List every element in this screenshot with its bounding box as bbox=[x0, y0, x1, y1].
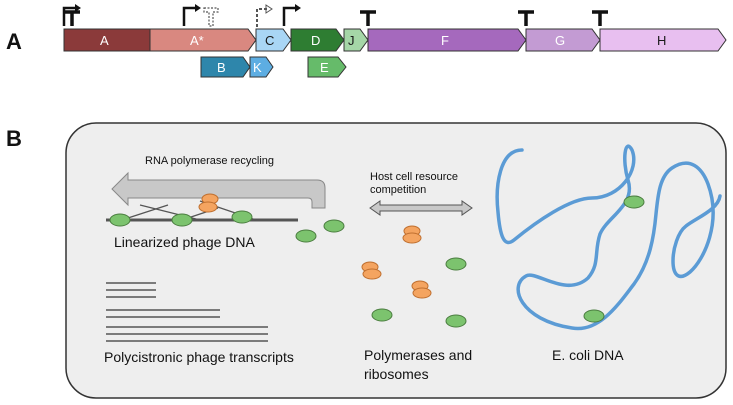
recycling-arrow bbox=[111, 171, 326, 209]
promoter-icon bbox=[182, 4, 201, 26]
gene-c-label: C bbox=[265, 33, 274, 48]
weak-terminator-icon bbox=[203, 7, 219, 27]
transcript-lines bbox=[106, 282, 268, 342]
gene-map: A A* C D J F G H B K E bbox=[63, 28, 727, 78]
competition-label-line1: Host cell resource bbox=[370, 171, 458, 183]
competition-label-line2: competition bbox=[370, 184, 426, 196]
phage-dna-label: Linearized phage DNA bbox=[114, 234, 256, 250]
gene-h-label: H bbox=[657, 33, 666, 48]
gene-e-label: E bbox=[320, 60, 329, 75]
rna-polymerase bbox=[231, 210, 253, 224]
gene-c-arrow bbox=[255, 28, 292, 52]
terminator-icon bbox=[592, 10, 608, 26]
ribosome bbox=[402, 225, 422, 244]
ribosome bbox=[198, 193, 219, 213]
rna-polymerase bbox=[109, 213, 131, 227]
ribosome bbox=[361, 261, 382, 280]
promoter-icon bbox=[62, 4, 81, 26]
rna-polymerase bbox=[623, 195, 645, 209]
rna-polymerase bbox=[583, 309, 605, 323]
polymerases-label-line2: ribosomes bbox=[364, 366, 429, 382]
gene-h-arrow bbox=[599, 28, 727, 52]
gene-f-arrow bbox=[367, 28, 527, 52]
gene-d-arrow bbox=[290, 28, 345, 52]
gene-k-label: K bbox=[253, 60, 262, 75]
ecoli-dna-label: E. coli DNA bbox=[552, 347, 624, 363]
panel-b-label: B bbox=[6, 126, 22, 151]
gene-g-arrow bbox=[525, 28, 601, 52]
rna-polymerase bbox=[295, 229, 317, 243]
rna-polymerase bbox=[171, 213, 193, 227]
gene-a-label: A bbox=[100, 33, 109, 48]
ribosome bbox=[411, 280, 432, 299]
gene-a-star-arrow bbox=[149, 28, 257, 52]
terminator-icon bbox=[360, 10, 376, 26]
promoter-icon bbox=[282, 4, 301, 26]
polymerases-label-line1: Polymerases and bbox=[364, 347, 472, 363]
gene-b-arrow bbox=[200, 56, 251, 78]
gene-j-arrow bbox=[343, 28, 369, 52]
competition-double-arrow bbox=[369, 200, 473, 216]
gene-b-label: B bbox=[217, 60, 226, 75]
gene-j-label: J bbox=[348, 33, 355, 48]
gene-g-label: G bbox=[555, 33, 565, 48]
terminators bbox=[64, 10, 608, 26]
weak-promoter-icon bbox=[256, 4, 273, 27]
gene-d-label: D bbox=[311, 33, 320, 48]
ecoli-dna bbox=[495, 144, 722, 331]
recycling-label: RNA polymerase recycling bbox=[145, 155, 274, 167]
terminator-icon bbox=[518, 10, 534, 26]
gene-a-star-label: A* bbox=[190, 33, 204, 48]
gene-k-arrow bbox=[249, 56, 274, 78]
gene-e-arrow bbox=[307, 56, 347, 78]
transcripts-label: Polycistronic phage transcripts bbox=[104, 349, 294, 365]
gene-f-label: F bbox=[441, 33, 449, 48]
promoters bbox=[62, 4, 301, 26]
rna-polymerase bbox=[445, 257, 467, 271]
panel-a-label: A bbox=[6, 29, 22, 54]
terminator-icon bbox=[64, 10, 80, 26]
rna-polymerase bbox=[323, 219, 345, 233]
rna-polymerase bbox=[445, 314, 467, 328]
rna-polymerase bbox=[371, 308, 393, 322]
